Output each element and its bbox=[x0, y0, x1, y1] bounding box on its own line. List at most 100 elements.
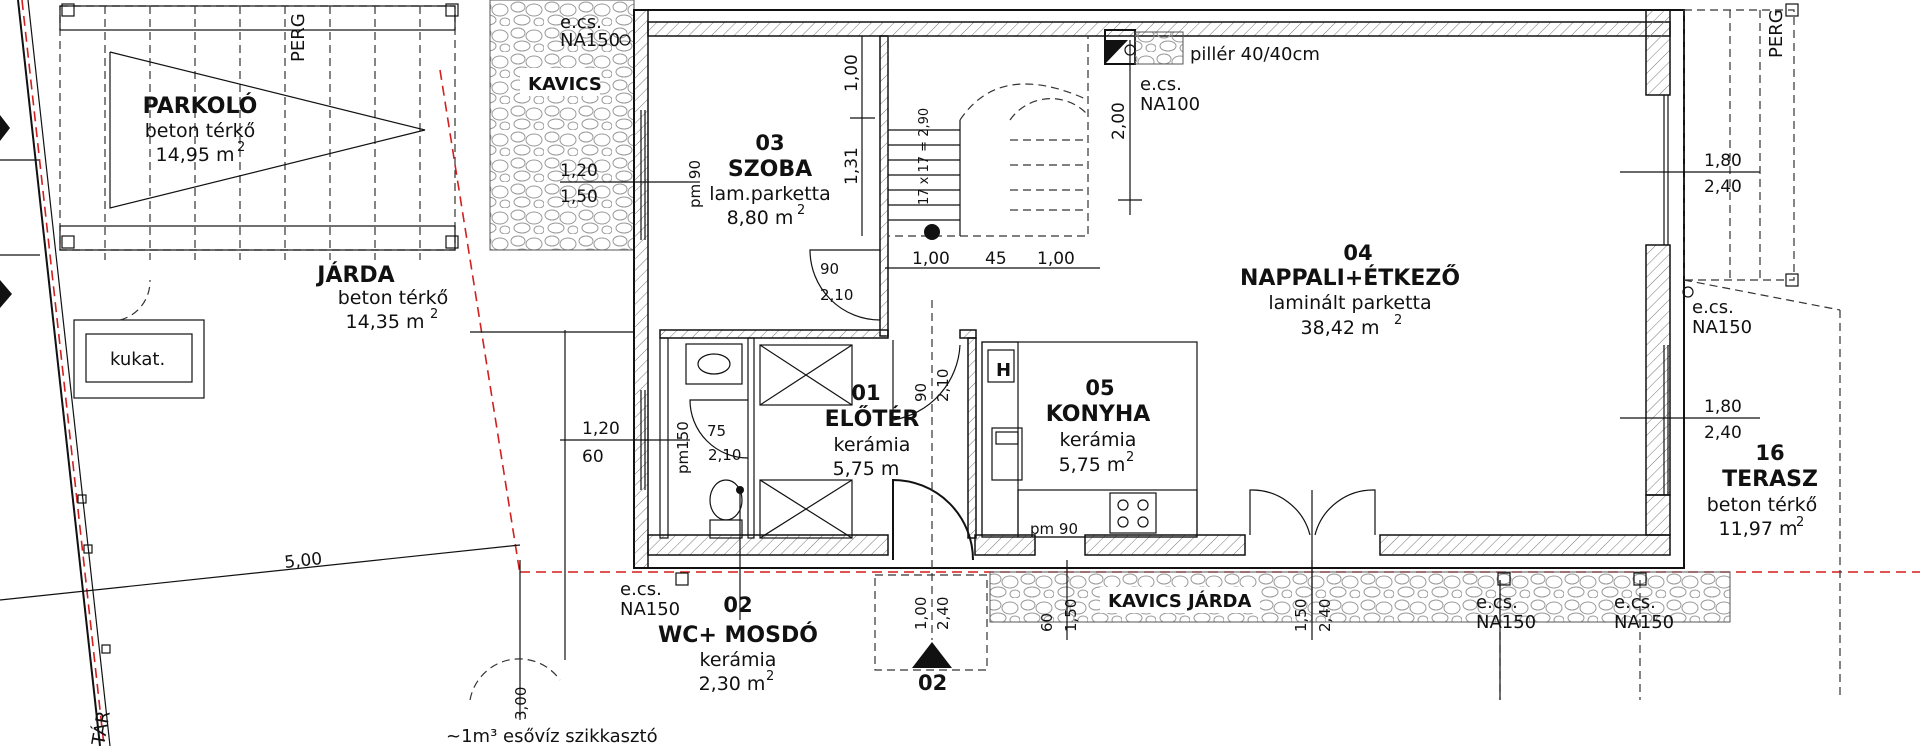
eloter-material: kerámia bbox=[834, 434, 911, 456]
wardrobe-top bbox=[759, 344, 853, 406]
entrance-label: 02 bbox=[918, 671, 947, 695]
na150-1: NA150 bbox=[560, 30, 620, 51]
parkolo-name: PARKOLÓ bbox=[143, 93, 258, 119]
marker-icon bbox=[0, 115, 10, 141]
dim-180b: 1,80 bbox=[1704, 397, 1742, 417]
fridge-h-box bbox=[987, 349, 1015, 383]
dim-60: 60 bbox=[582, 447, 604, 467]
tar-label: TÁR bbox=[87, 709, 115, 746]
nappali-name: NAPPALI+ÉTKEZŐ bbox=[1240, 265, 1460, 291]
dim-100a: 1,00 bbox=[842, 54, 862, 92]
ecs-3: e.cs. bbox=[1692, 297, 1734, 318]
ecs-1: e.cs. bbox=[560, 12, 602, 33]
door-szoba bbox=[809, 249, 881, 321]
dim-210c: 2,10 bbox=[708, 446, 741, 464]
terasz-name: TERASZ bbox=[1722, 467, 1818, 492]
perg-label-left: PERG bbox=[288, 13, 309, 62]
entrance-door bbox=[892, 478, 974, 561]
dim-75: 75 bbox=[707, 422, 726, 440]
dim-240a: 2,40 bbox=[1704, 177, 1742, 197]
terrace-door-left bbox=[1249, 489, 1311, 536]
cooktop-icon bbox=[1109, 492, 1157, 534]
ecs-2: e.cs. bbox=[1140, 74, 1182, 95]
dim-90b: 90 bbox=[912, 383, 930, 402]
konyha-material: kerámia bbox=[1060, 429, 1137, 451]
nappali-area: 38,42 m bbox=[1301, 317, 1380, 339]
h-label: H bbox=[996, 360, 1011, 381]
parkolo-area: 14,95 m bbox=[156, 144, 235, 166]
dim-300: 3,00 bbox=[512, 687, 530, 720]
dim-120b: 1,20 bbox=[582, 419, 620, 439]
property-boundary-left bbox=[17, 0, 111, 746]
na150-4: NA150 bbox=[620, 599, 680, 620]
red-boundary-diagonal bbox=[439, 69, 521, 575]
marker-icon bbox=[0, 280, 12, 308]
wc-area-sup: 2 bbox=[766, 669, 774, 684]
wc-area: 2,30 m bbox=[699, 673, 766, 695]
wc-number: 02 bbox=[723, 593, 752, 617]
szoba-area-sup: 2 bbox=[797, 203, 805, 218]
perg-label-right: PERG bbox=[1766, 9, 1787, 58]
stair-label: 17 x 17 = 2,90 bbox=[917, 108, 932, 205]
szoba-number: 03 bbox=[755, 131, 784, 155]
konyha-number: 05 bbox=[1085, 376, 1114, 400]
eloter-area: 5,75 m bbox=[833, 458, 900, 480]
door-konyha bbox=[892, 340, 961, 421]
wc-material: kerámia bbox=[700, 649, 777, 671]
dim-100d: 1,00 bbox=[912, 597, 930, 630]
toilet-icon bbox=[709, 479, 743, 521]
drain-icon bbox=[1124, 44, 1136, 56]
eloter-name: ELŐTÉR bbox=[825, 406, 920, 432]
ecs-4: e.cs. bbox=[620, 579, 662, 600]
szikkaszto-label: ~1m³ esővíz szikkasztó bbox=[446, 726, 658, 746]
szoba-name: SZOBA bbox=[728, 157, 812, 182]
terrace-door-right bbox=[1314, 489, 1376, 536]
kavics-jarda-label: KAVICS JÁRDA bbox=[1108, 590, 1251, 612]
dim-90a: 90 bbox=[820, 260, 839, 278]
entrance-arrow-icon bbox=[912, 642, 952, 668]
na100: NA100 bbox=[1140, 94, 1200, 115]
pillar-label: pillér 40/40cm bbox=[1190, 44, 1320, 65]
dim-120a: 1,20 bbox=[560, 161, 598, 181]
dim-100c: 1,00 bbox=[1037, 249, 1075, 269]
dim-180a: 1,80 bbox=[1704, 151, 1742, 171]
parkolo-material: beton térkő bbox=[145, 120, 255, 142]
ecs-5: e.cs. bbox=[1476, 592, 1518, 613]
terasz-material: beton térkő bbox=[1707, 494, 1817, 516]
kavics-label: KAVICS bbox=[528, 74, 602, 95]
dim-150b: 1,50 bbox=[1062, 599, 1080, 632]
konyha-area-sup: 2 bbox=[1126, 450, 1134, 465]
house-outline bbox=[633, 9, 1685, 569]
dim-pm90a: pm 90 bbox=[686, 160, 704, 208]
jarda-name: JÁRDA bbox=[315, 262, 394, 288]
na150-6: NA150 bbox=[1614, 612, 1674, 633]
dim-240b: 2,40 bbox=[1704, 423, 1742, 443]
dim-150a: 1,50 bbox=[560, 187, 598, 207]
door-wc bbox=[689, 399, 749, 459]
drain-icon bbox=[1497, 572, 1511, 586]
dim-240d: 2,40 bbox=[1316, 599, 1334, 632]
parkolo-area-sup: 2 bbox=[237, 140, 245, 155]
szoba-material: lam.parketta bbox=[709, 183, 831, 205]
kitchen-sink-icon bbox=[991, 427, 1023, 481]
dim-200: 2,00 bbox=[1109, 102, 1129, 140]
parking-pergola bbox=[59, 3, 459, 260]
terasz-number: 16 bbox=[1755, 441, 1784, 465]
trash-enclosure bbox=[73, 319, 205, 399]
nappali-material: laminált parketta bbox=[1268, 292, 1431, 314]
jarda-area-sup: 2 bbox=[430, 307, 438, 322]
gravel-area bbox=[489, 0, 635, 251]
drain-icon bbox=[1633, 572, 1647, 586]
dim-240c: 2,40 bbox=[934, 597, 952, 630]
konyha-name: KONYHA bbox=[1046, 402, 1151, 427]
drain-icon bbox=[1682, 286, 1694, 298]
nappali-area-sup: 2 bbox=[1394, 313, 1402, 328]
dim-210a: 2,10 bbox=[820, 286, 853, 304]
drain-icon bbox=[619, 34, 631, 46]
dim-100b: 1,00 bbox=[912, 249, 950, 269]
na150-3: NA150 bbox=[1692, 317, 1752, 338]
szoba-area: 8,80 m bbox=[727, 207, 794, 229]
drain-icon bbox=[675, 572, 689, 586]
eloter-number: 01 bbox=[851, 381, 880, 405]
